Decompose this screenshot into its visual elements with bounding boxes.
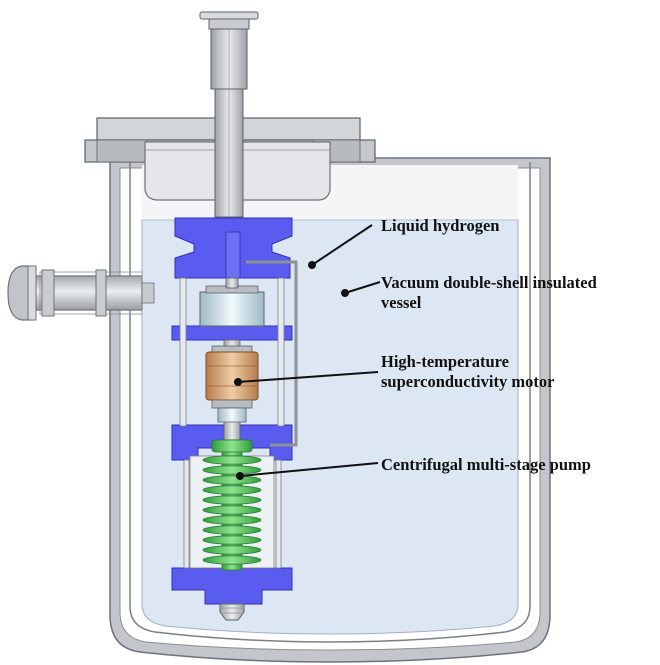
label-liquid-hydrogen-text: Liquid hydrogen (381, 216, 500, 235)
impeller-disc (202, 465, 262, 475)
leader-motor (237, 371, 379, 383)
leader-vacuum-vessel (344, 281, 381, 294)
label-vacuum-vessel-line1: Vacuum double-shell insulated (381, 273, 597, 292)
leader-pump (239, 462, 379, 477)
side-outlet-pipe (7, 265, 155, 321)
label-liquid-hydrogen: Liquid hydrogen (381, 216, 499, 236)
impeller-disc (202, 525, 262, 535)
label-motor-line2: superconductivity motor (381, 372, 555, 391)
impeller-disc (202, 505, 262, 515)
impeller-disc (202, 515, 262, 525)
impeller-disc (202, 555, 262, 565)
label-vacuum-vessel-line2: vessel (381, 293, 422, 312)
impeller-disc (202, 545, 262, 555)
top-inlet-tube (199, 11, 259, 218)
impeller-disc (202, 535, 262, 545)
impeller-disc (202, 475, 262, 485)
impeller-disc (202, 455, 262, 465)
label-motor-line1: High-temperature (381, 352, 509, 371)
leader-lines (234, 224, 381, 480)
impeller-disc (202, 495, 262, 505)
label-pump: Centrifugal multi-stage pump (381, 455, 591, 475)
impeller-disc (202, 485, 262, 495)
label-vacuum-vessel: Vacuum double-shell insulated vessel (381, 273, 597, 313)
upper-bearing (199, 277, 265, 327)
pump-housing (171, 217, 298, 605)
leader-liquid-hydrogen (311, 224, 373, 266)
label-motor: High-temperature superconductivity motor (381, 352, 554, 392)
superconducting-motor (205, 345, 259, 423)
impeller-stack (189, 439, 275, 571)
bottom-inlet-nozzle (219, 603, 245, 621)
label-pump-text: Centrifugal multi-stage pump (381, 455, 591, 474)
